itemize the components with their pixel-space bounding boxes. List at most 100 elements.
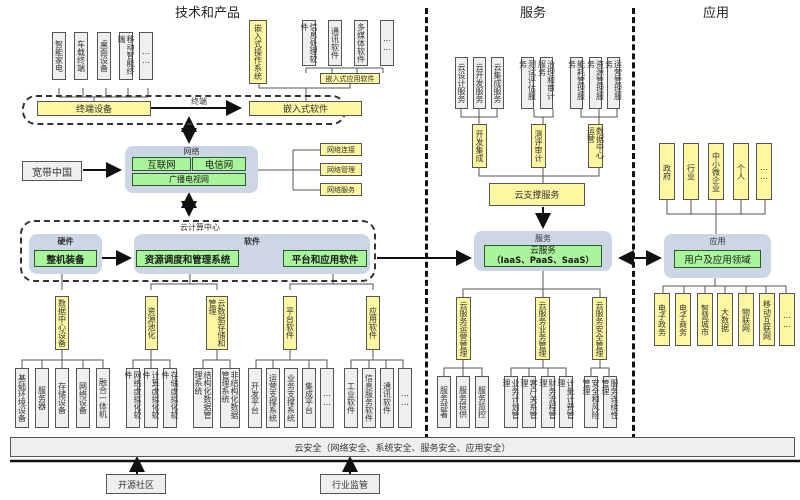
sec-item-box: 服务连续性管理: [601, 376, 619, 428]
design-service-box: 云开发服务: [473, 57, 486, 109]
ops-item-box: 服务监控: [475, 376, 489, 428]
dc-device-box: 网络设备: [76, 368, 90, 428]
dc-subcat-box: 资源池化: [145, 296, 158, 350]
broadband-china-box: 宽带中国: [22, 161, 82, 181]
support-cat-box: 测评审计: [531, 124, 546, 168]
dc-device-box: 基础环境设备: [15, 368, 29, 428]
datacenter-group: [20, 220, 376, 282]
design-service-box: 云设计服务: [455, 57, 468, 109]
network-function-box: 网络连接: [320, 143, 362, 156]
cloud-service-box: 云服务 （IaaS、PaaS、SaaS）: [484, 245, 602, 267]
hardware-label: 硬件: [57, 236, 74, 246]
ops-item-box: 服务提供: [456, 376, 470, 428]
service-mgmt-box: 云服务业务管理: [535, 297, 550, 360]
dc-subcat-box: 云数据存储和管理: [206, 296, 228, 350]
platform-sw-box: 集成平台: [302, 368, 316, 428]
platform-sw-box: 开发平台: [248, 368, 262, 428]
machine-equipment-box: 整机装备: [34, 250, 97, 267]
embedded-app-box: ……: [380, 20, 394, 66]
pooling-box: 存储虚拟化软件: [161, 368, 179, 428]
cloud-service-subtitle: （IaaS、PaaS、SaaS）: [491, 256, 595, 266]
user-type-box: 中小微企业: [708, 143, 724, 200]
app-field-box: ……: [779, 293, 795, 346]
regulation-box: 行业监管: [320, 474, 380, 494]
platform-sw-box: ……: [320, 368, 334, 428]
user-domain-box: 用户及应用领域: [674, 250, 761, 268]
ops-item-box: 服务部署: [437, 376, 451, 428]
storage-box: 非结构化数据管理系统: [220, 368, 240, 428]
header-tech: 技术和产品: [175, 6, 241, 21]
tree-lines: [21, 67, 787, 376]
app-field-box: 智慧城市: [697, 293, 713, 346]
dc-device-box: 融合一体机: [96, 368, 110, 428]
platform-sw-box: 运营支撑系统: [266, 368, 280, 428]
sec-item-box: 安全和风险管理: [582, 376, 600, 428]
scheduling-system-box: 资源调度和管理系统: [136, 250, 239, 267]
internet-box: 互联网: [132, 157, 191, 171]
open-source-box: 开源社区: [106, 474, 166, 494]
biz-item-box: 客户关系管理: [520, 376, 538, 428]
header-service: 服务: [520, 6, 547, 21]
biz-item-box: 计量计费管理: [557, 376, 575, 428]
platform-sw-box: 业务支撑系统: [284, 368, 298, 428]
app-field-box: 物联网: [738, 293, 754, 346]
support-cat-box: 数据中心运营: [587, 124, 605, 168]
user-type-box: 政府: [659, 143, 675, 200]
embedded-os-box: 嵌入式操作系统: [249, 20, 267, 84]
user-type-box: ……: [756, 143, 772, 200]
separator-tech-service: [425, 8, 428, 440]
embedded-app-box: 信息处理软件: [300, 20, 318, 66]
service-panel-label: 服务: [535, 234, 551, 243]
network-function-box: 网络服务: [320, 183, 362, 196]
embedded-app-box: 多媒体软件: [354, 20, 368, 66]
header-app: 应用: [703, 6, 730, 21]
app-sw-box: 通讯软件: [380, 368, 394, 428]
user-type-box: 行业: [683, 143, 699, 200]
biz-item-box: 业务计划管理: [502, 376, 520, 428]
design-service-box: 云集成服务: [491, 57, 504, 109]
network-function-box: 网络管理: [320, 163, 362, 176]
app-sw-box: 工业软件: [344, 368, 358, 428]
device-box: 桌面设备: [97, 32, 111, 80]
ops-service-box: 资源管理服务: [587, 57, 605, 109]
app-field-box: 移动互联网: [759, 293, 775, 346]
service-mgmt-box: 云服务安全管理: [592, 297, 607, 360]
support-cat-box: 开发集成: [472, 124, 487, 168]
dc-subcat-box: 平台软件: [283, 296, 297, 350]
dc-device-box: 服务器: [35, 368, 49, 428]
pooling-box: 网络虚拟化软件: [124, 368, 142, 428]
terminal-group-label: 终端: [191, 97, 207, 106]
application-panel-label: 应用: [709, 237, 726, 246]
separator-service-app: [632, 8, 635, 440]
app-field-box: 大数据: [717, 293, 733, 346]
device-box: 车载终端: [74, 32, 88, 80]
broadcast-box: 广播电视网: [132, 173, 246, 186]
cloud-support-services-box: 云支撑服务: [489, 183, 585, 206]
dc-subcat-box: 应用软件: [366, 296, 380, 350]
app-field-box: 电子商务: [675, 293, 691, 346]
device-box: 智能家电: [52, 32, 66, 80]
embedded-app-box: 通讯软件: [328, 20, 342, 66]
device-box: 移动智能终端: [117, 32, 135, 80]
user-type-box: 个人: [733, 143, 749, 200]
test-service-box: 测试评估服务: [519, 57, 537, 109]
network-panel-label: 网络: [183, 147, 200, 156]
ops-service-box: 运营管理服务: [605, 57, 623, 109]
platform-software-box: 平台和应用软件: [283, 250, 367, 267]
cloud-service-title: 云服务: [530, 246, 556, 256]
service-mgmt-box: 云服务运营管理: [456, 297, 471, 360]
test-service-box: 治理和审计服务: [538, 57, 556, 109]
biz-item-box: 财务流程管理: [539, 376, 557, 428]
embedded-apps-label: 嵌入式应用软件: [320, 73, 380, 84]
storage-box: 结构化数据管理系统: [193, 368, 213, 428]
cloud-security-bar: 云安全（网络安全、系统安全、服务安全、应用安全）: [10, 437, 795, 457]
datacenter-group-label: 云计算中心: [180, 223, 220, 232]
app-sw-box: 信息服务软件: [362, 368, 376, 428]
terminal-devices-box: 终端设备: [37, 101, 151, 116]
dc-device-box: 存储设备: [55, 368, 69, 428]
device-box: ……: [139, 32, 153, 80]
software-label: 软件: [244, 236, 260, 246]
app-field-box: 电子政务: [654, 293, 670, 346]
app-sw-box: ……: [398, 368, 412, 428]
